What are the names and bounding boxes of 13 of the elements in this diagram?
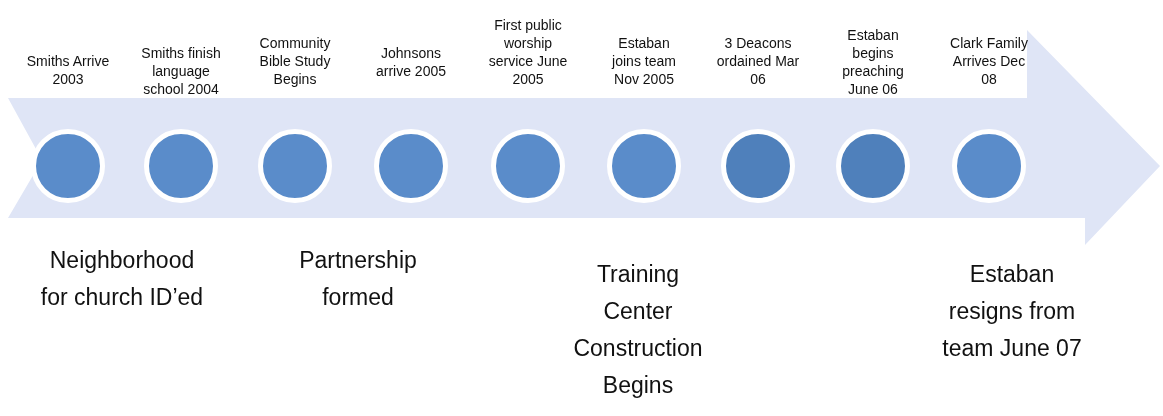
- milestone-label: Smiths finish language school 2004: [140, 44, 222, 98]
- event-label: Partnership formed: [298, 246, 418, 312]
- event-label: Estaban resigns from team June 07: [941, 260, 1083, 363]
- milestone-label: Johnsons arrive 2005: [374, 44, 447, 80]
- milestone-label: Estaban joins team Nov 2005: [610, 34, 677, 88]
- milestone-label: Community Bible Study Begins: [258, 34, 332, 88]
- event-label: Neighborhood for church ID’ed: [39, 246, 205, 312]
- milestone-label: Smiths Arrive 2003: [26, 52, 110, 88]
- milestone-label: 3 Deacons ordained Mar 06: [716, 34, 800, 88]
- event-label: Training Center Construction Begins: [572, 260, 704, 400]
- milestone-label: Estaban begins preaching June 06: [841, 26, 905, 98]
- milestone-label: First public worship service June 2005: [487, 16, 569, 88]
- milestone-label: Clark Family Arrives Dec 08: [949, 34, 1029, 88]
